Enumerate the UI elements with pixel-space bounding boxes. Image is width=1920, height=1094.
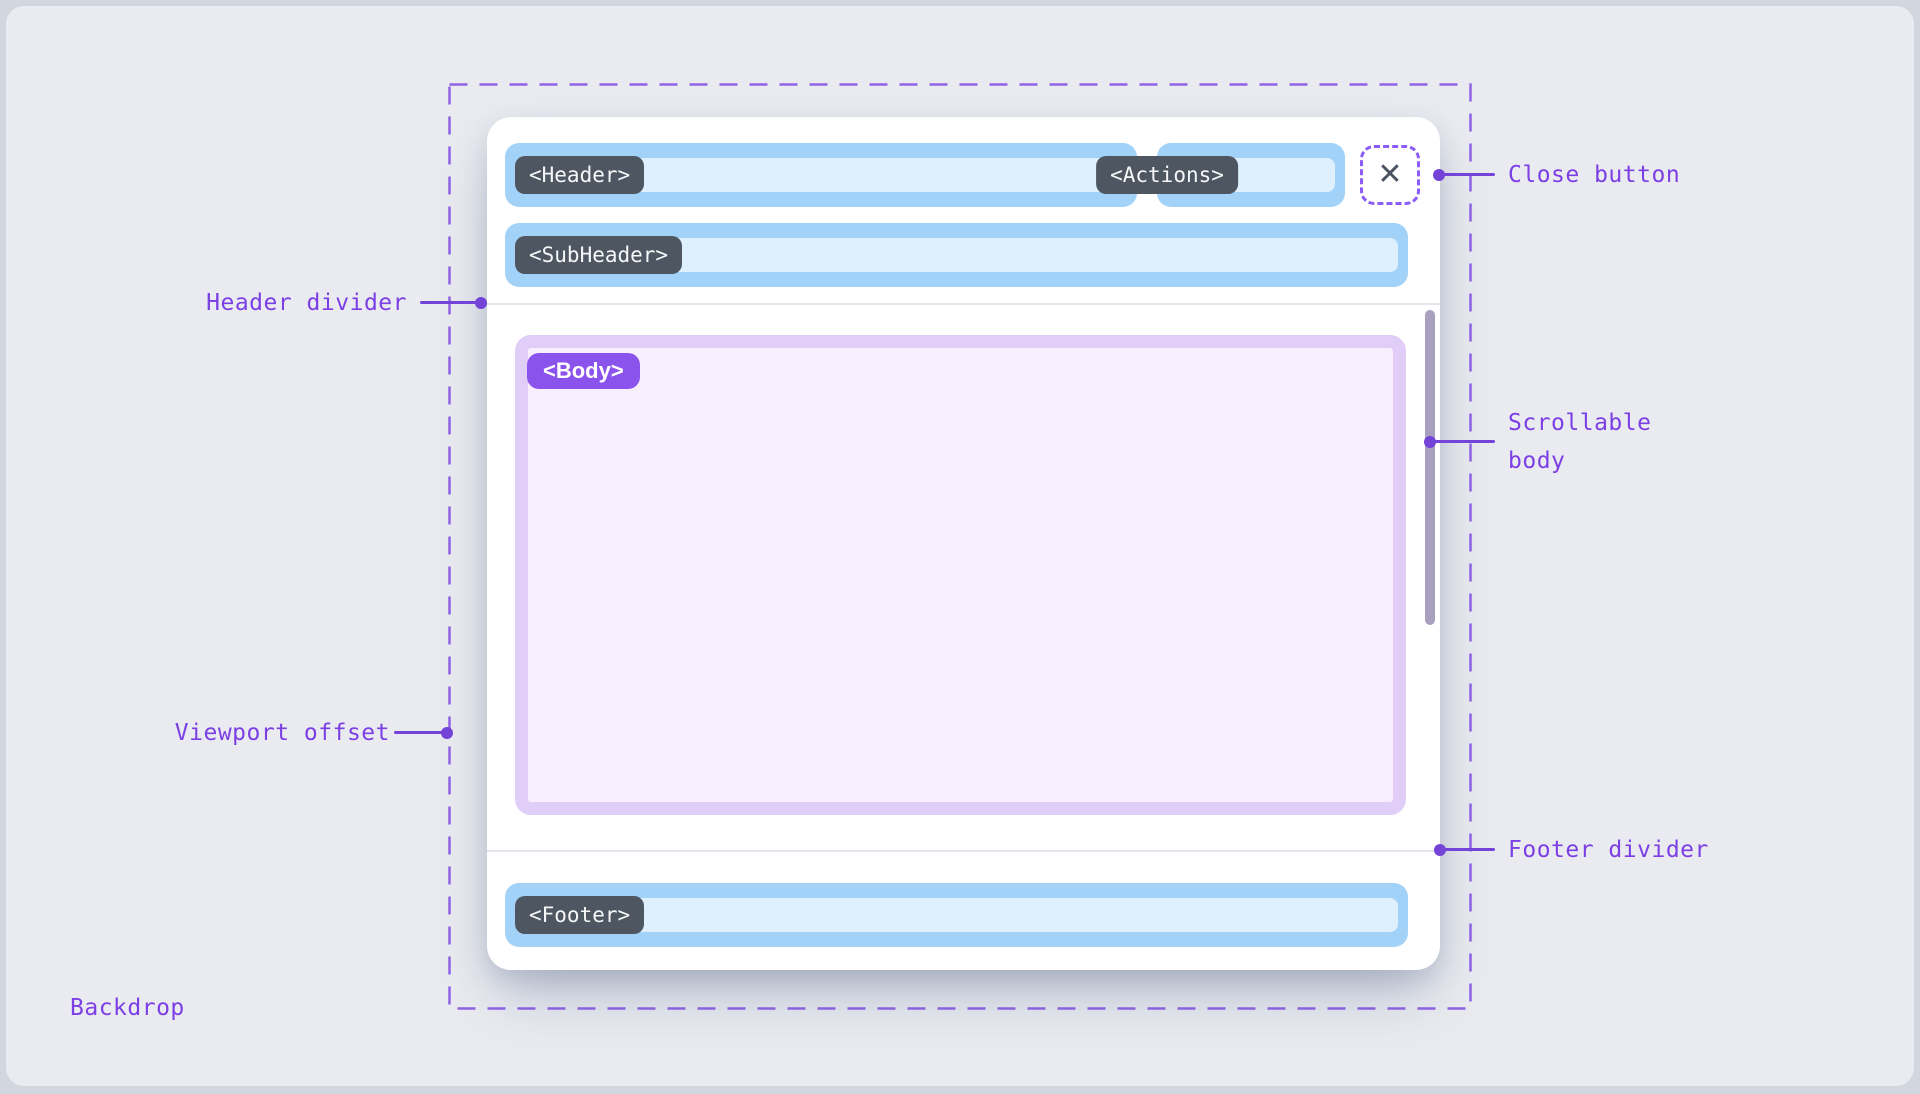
- close-button[interactable]: ✕: [1360, 145, 1420, 205]
- footer-divider-callout-line: [1440, 848, 1495, 851]
- header-divider-callout-line: [420, 301, 483, 304]
- actions-slot: <Actions>: [1096, 143, 1345, 207]
- header-slot: <Header>: [505, 143, 1137, 207]
- subheader-slot-tag: <SubHeader>: [515, 236, 683, 274]
- footer-slot-content: [515, 898, 1398, 932]
- scrollable-body-callout-line: [1430, 440, 1495, 443]
- header-divider-annotation: Header divider: [206, 290, 407, 316]
- modal-dialog: <Header> <Actions> ✕ <SubHeader> <Body> …: [487, 117, 1440, 970]
- backdrop-annotation: Backdrop: [70, 995, 185, 1021]
- scrollbar-thumb[interactable]: [1425, 310, 1435, 625]
- body-slot: [515, 335, 1406, 815]
- subheader-slot: <SubHeader>: [505, 223, 1408, 287]
- actions-slot-tag: <Actions>: [1096, 156, 1238, 194]
- scrollable-body-annotation: Scrollable body: [1508, 410, 1652, 474]
- viewport-offset-annotation: Viewport offset: [174, 720, 390, 746]
- footer-divider-line: [487, 850, 1440, 852]
- close-button-annotation: Close button: [1508, 162, 1681, 188]
- footer-slot-tag: <Footer>: [515, 896, 645, 934]
- body-slot-tag: <Body>: [527, 353, 640, 389]
- footer-slot: <Footer>: [505, 883, 1408, 947]
- close-icon: ✕: [1377, 157, 1403, 192]
- header-slot-tag: <Header>: [515, 156, 645, 194]
- viewport-offset-callout-line: [394, 731, 447, 734]
- footer-divider-annotation: Footer divider: [1508, 837, 1709, 863]
- header-divider-callout-dot: [475, 297, 487, 309]
- header-divider-line: [487, 303, 1440, 305]
- close-button-callout-line: [1439, 173, 1495, 176]
- viewport-offset-callout-dot: [441, 727, 453, 739]
